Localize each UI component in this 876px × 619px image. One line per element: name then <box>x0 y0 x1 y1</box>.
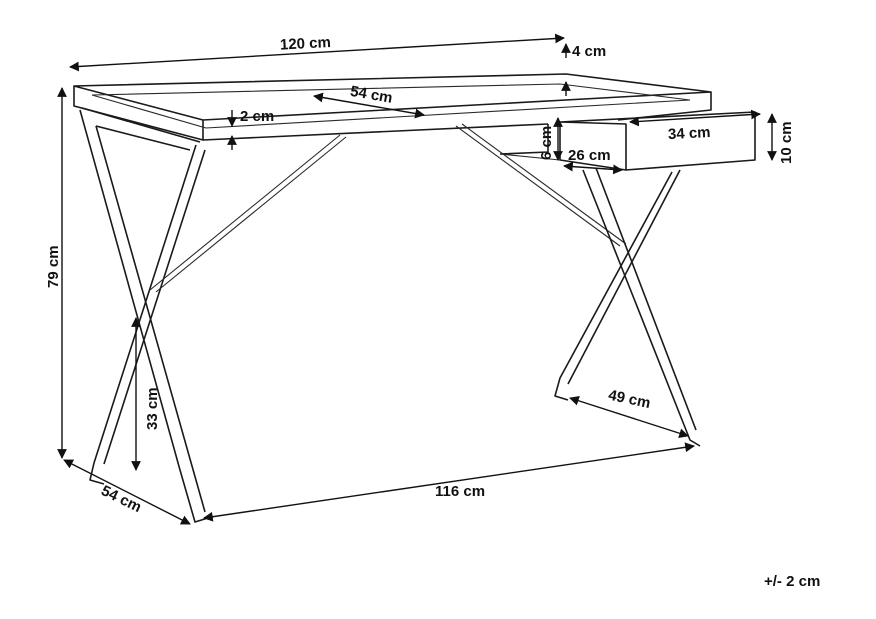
right-leg-frame <box>554 167 701 447</box>
label-width-top: 120 cm <box>280 34 332 54</box>
tolerance-note: +/- 2 cm <box>764 573 820 590</box>
label-edge-height: 2 cm <box>240 108 274 125</box>
label-depth-base: 54 cm <box>98 482 144 516</box>
left-leg-frame <box>79 107 209 523</box>
dimension-lines <box>57 33 777 525</box>
label-drawer-width: 34 cm <box>668 124 711 143</box>
desk-top <box>73 73 712 141</box>
label-top-thickness: 4 cm <box>572 43 606 60</box>
label-drawer-depth: 26 cm <box>568 147 611 164</box>
label-width-base: 116 cm <box>435 483 485 500</box>
label-height-total: 79 cm <box>45 245 62 288</box>
label-crossing-height: 33 cm <box>144 387 161 430</box>
label-drawer-height: 10 cm <box>778 121 795 164</box>
label-drawer-side: 6 cm <box>538 126 555 160</box>
label-foot-width: 49 cm <box>607 387 652 412</box>
back-stretcher <box>149 123 627 293</box>
